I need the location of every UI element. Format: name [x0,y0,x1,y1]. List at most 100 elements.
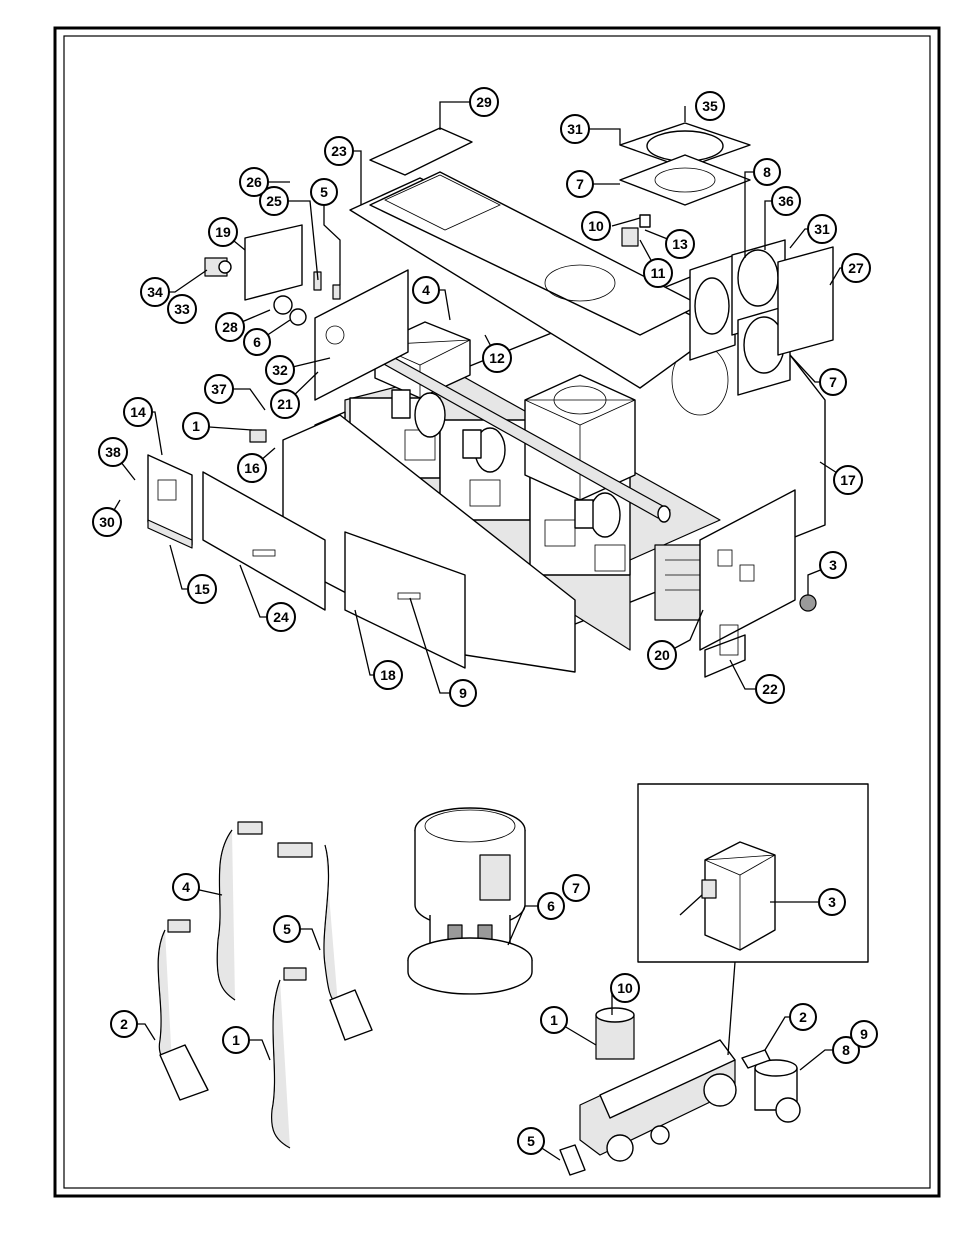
callout-37: 37 [204,374,234,404]
svg-text:17: 17 [840,472,856,488]
svg-text:34: 34 [147,284,163,300]
svg-text:32: 32 [272,362,288,378]
svg-text:31: 31 [567,121,583,137]
callout-36: 36 [771,186,801,216]
callout-24: 24 [266,602,296,632]
svg-text:30: 30 [99,514,115,530]
callout-33: 33 [167,294,197,324]
svg-text:23: 23 [331,143,347,159]
svg-text:1: 1 [192,418,200,434]
valve-assembly-callouts: 1 2 3 5 8 9 10 [517,888,878,1155]
callout-4: 4 [412,276,440,304]
blower-motor [407,807,533,995]
upper-assembly-callouts: 1 3 4 5 6 7 7 8 9 10 11 12 13 14 15 16 1… [92,87,871,707]
svg-text:3: 3 [828,894,836,910]
callout-18: 18 [373,660,403,690]
callout-16: 16 [237,453,267,483]
svg-text:5: 5 [527,1133,535,1149]
callout-9: 9 [449,679,477,707]
valve-callout-3: 3 [818,888,846,916]
svg-text:6: 6 [253,334,261,350]
valve-callout-2: 2 [789,1003,817,1031]
svg-text:31: 31 [814,221,830,237]
svg-text:21: 21 [277,396,293,412]
svg-text:5: 5 [283,921,291,937]
callout-7-top: 7 [566,170,594,198]
svg-text:7: 7 [572,880,580,896]
callout-12: 12 [482,343,512,373]
svg-text:15: 15 [194,581,210,597]
svg-text:2: 2 [120,1016,128,1032]
main-cabinet-assembly [147,122,834,678]
svg-text:1: 1 [550,1012,558,1028]
svg-text:2: 2 [799,1009,807,1025]
svg-text:4: 4 [182,879,190,895]
harness-callout-2: 2 [110,1010,138,1038]
svg-text:37: 37 [211,381,227,397]
callout-38: 38 [98,437,128,467]
wiring-harness-group [157,821,373,1149]
outer-frame [53,26,941,1198]
callout-17: 17 [833,465,863,495]
svg-text:29: 29 [476,94,492,110]
callout-5: 5 [310,178,338,206]
callout-22: 22 [755,674,785,704]
motor-callout-6: 6 [537,892,565,920]
svg-text:5: 5 [320,184,328,200]
svg-text:16: 16 [244,460,260,476]
callout-7-right: 7 [819,368,847,396]
callout-31-right: 31 [807,214,837,244]
callout-25: 25 [259,186,289,216]
callout-34: 34 [140,277,170,307]
valve-callout-9: 9 [850,1020,878,1048]
svg-text:27: 27 [848,260,864,276]
callout-31-top: 31 [560,114,590,144]
svg-text:3: 3 [829,557,837,573]
callout-13: 13 [665,229,695,259]
svg-text:11: 11 [651,265,666,281]
svg-text:19: 19 [215,224,231,240]
motor-callout-7: 7 [562,874,590,902]
valve-callout-8: 8 [832,1036,860,1064]
svg-text:18: 18 [380,667,396,683]
svg-text:8: 8 [763,164,771,180]
svg-text:1: 1 [232,1032,240,1048]
callout-26: 26 [239,167,269,197]
harness-callout-4: 4 [172,873,200,901]
harness-callout-5: 5 [273,915,301,943]
svg-text:20: 20 [654,647,670,663]
callout-10: 10 [581,211,611,241]
callout-21: 21 [270,389,300,419]
svg-text:33: 33 [174,301,190,317]
svg-text:22: 22 [762,681,778,697]
inner-frame [63,35,931,1189]
callout-6: 6 [243,328,271,356]
callout-27: 27 [841,253,871,283]
svg-text:9: 9 [459,685,467,701]
valve-callout-5: 5 [517,1127,545,1155]
svg-text:10: 10 [588,218,604,234]
callout-29: 29 [469,87,499,117]
valve-callout-10: 10 [610,973,640,1003]
callout-32: 32 [265,355,295,385]
callout-28: 28 [215,312,245,342]
callout-30: 30 [92,507,122,537]
valve-callout-1: 1 [540,1006,568,1034]
lower-components-callouts: 1 2 4 5 6 7 [110,873,590,1054]
callout-35: 35 [695,91,725,121]
callout-15: 15 [187,574,217,604]
svg-text:4: 4 [422,282,430,298]
callout-3: 3 [819,551,847,579]
svg-text:35: 35 [702,98,718,114]
svg-text:12: 12 [489,350,505,366]
svg-text:36: 36 [778,193,794,209]
svg-text:25: 25 [266,193,282,209]
svg-text:10: 10 [617,980,633,996]
harness-callout-1: 1 [222,1026,250,1054]
svg-text:14: 14 [130,404,146,420]
svg-text:28: 28 [222,319,238,335]
svg-text:8: 8 [842,1042,850,1058]
svg-text:9: 9 [860,1026,868,1042]
callout-23: 23 [324,136,354,166]
